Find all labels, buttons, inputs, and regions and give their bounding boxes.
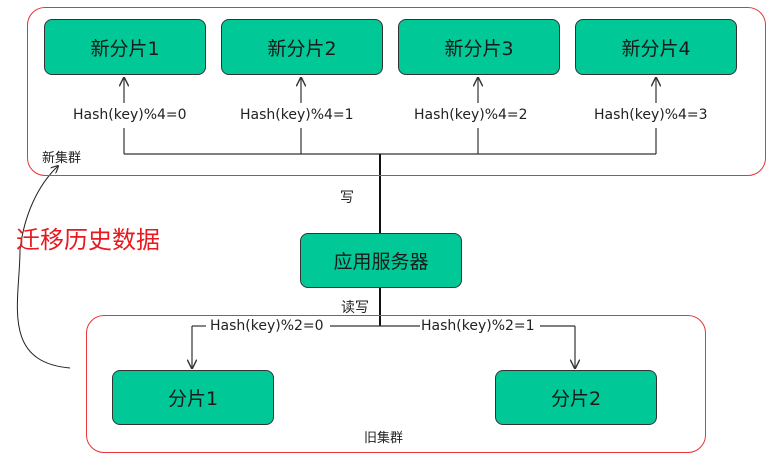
migrate-arrow (16, 166, 71, 369)
read-write-label: 读写 (341, 300, 369, 316)
new-cluster-routing (124, 78, 656, 155)
old-cluster-frame (86, 315, 706, 453)
write-label: 写 (340, 190, 354, 206)
old-shard-2[interactable]: 分片2 (495, 370, 657, 425)
old-cluster-label: 旧集群 (364, 431, 404, 446)
new-cluster-label: 新集群 (42, 151, 82, 166)
new-shard-4[interactable]: 新分片4 (575, 19, 737, 75)
new-cluster-frame (27, 7, 766, 176)
new-shard-4-rule: Hash(key)%4=3 (594, 107, 708, 123)
new-shard-3-rule: Hash(key)%4=2 (414, 107, 528, 123)
old-shard-1-rule: Hash(key)%2=0 (210, 318, 324, 334)
new-shard-1[interactable]: 新分片1 (44, 19, 206, 75)
old-cluster-routing (192, 325, 575, 368)
new-shard-2-rule: Hash(key)%4=1 (240, 107, 354, 123)
new-shard-3[interactable]: 新分片3 (398, 19, 560, 75)
new-shard-2[interactable]: 新分片2 (221, 19, 383, 75)
migrate-label: 迁移历史数据 (16, 226, 160, 254)
new-shard-1-rule: Hash(key)%4=0 (73, 107, 187, 123)
old-shard-2-rule: Hash(key)%2=1 (421, 318, 535, 334)
old-shard-1[interactable]: 分片1 (112, 370, 274, 425)
app-server[interactable]: 应用服务器 (300, 233, 462, 288)
